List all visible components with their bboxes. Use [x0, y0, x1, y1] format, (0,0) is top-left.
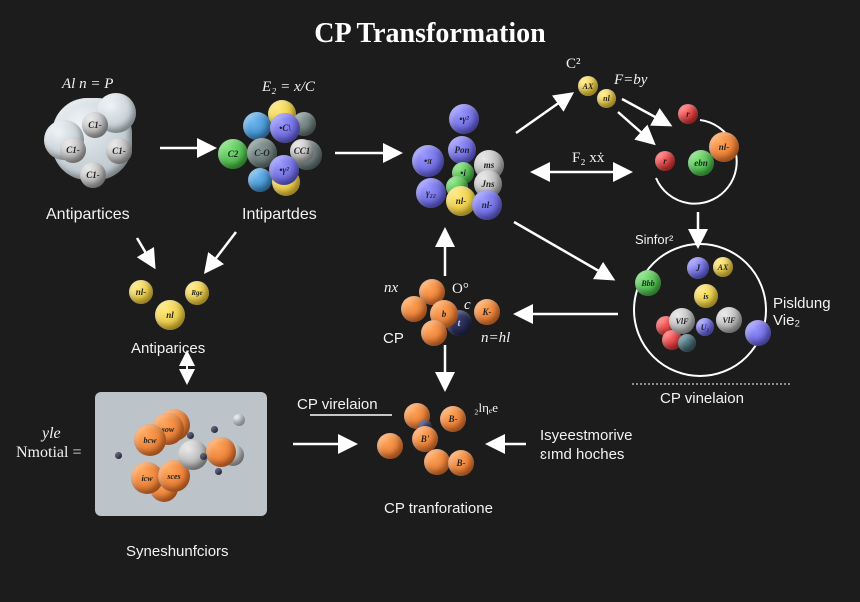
label-cp-vinelaion: CP vinelaion [660, 390, 744, 407]
particle-orange [421, 320, 447, 346]
particle-blue [745, 320, 771, 346]
equation-al-n-p: Al n = P [62, 76, 114, 92]
orbit-right-circle [633, 243, 767, 377]
label-pisldung: Pisldung [773, 295, 831, 312]
label-n-hl: n=hl [481, 330, 511, 346]
particle-r: r [678, 104, 698, 124]
particle-nl-minus: nl- [129, 280, 153, 304]
particle-vlf: VlF [716, 307, 742, 333]
particle-orange [377, 433, 403, 459]
particle-nl: nl [155, 300, 185, 330]
label-o-degree: O° [452, 281, 469, 297]
particle-blue [248, 168, 272, 192]
equation-f-by: F=by [614, 72, 648, 88]
particle-bcw: bcw [134, 424, 166, 456]
particle-ebn: ebn [688, 150, 714, 176]
node-dot [215, 468, 222, 475]
label-imd-hoches: ɛımd hoches [540, 446, 625, 463]
label-cp-tranforatione: CP tranforatione [384, 500, 493, 517]
particle-nl: nl [597, 89, 616, 108]
page-title: CP Transformation [314, 18, 546, 49]
particle-nl-blue: nl- [472, 190, 502, 220]
arrow-intipart-to-yellow [203, 231, 237, 274]
label-f2-xx: F₂ xẋ [572, 150, 605, 166]
particle-b-prime: B' [412, 426, 438, 452]
particle-c1: C1- [106, 138, 132, 164]
particle-orange [206, 437, 236, 467]
particle-c1: C1- [82, 112, 108, 138]
node-dot [200, 453, 207, 460]
label-isyeestmorive: Isyeestmorive [540, 427, 633, 444]
particle-small-light [233, 414, 245, 426]
orbit-topright [655, 119, 738, 205]
particle-teal [678, 334, 696, 352]
particle-orange [424, 449, 450, 475]
particle-orange [401, 296, 427, 322]
particle-r: r [655, 151, 675, 171]
particle-ax: AX [713, 257, 733, 277]
equation-c2: C² [566, 56, 581, 72]
arrow-antipart-to-yellow [135, 237, 156, 270]
label-nx: nx [384, 280, 399, 296]
label-syneshunfciors: Syneshunfciors [126, 543, 229, 560]
particle-c1: C1- [60, 137, 86, 163]
particle-is: is [694, 284, 718, 308]
label-sinfor: Sinfor² [635, 232, 674, 247]
particle-icw: icw [131, 462, 163, 494]
label-vie2: Vie₂ [773, 312, 801, 329]
particle-c2: C2 [218, 139, 248, 169]
label-yle: yle [42, 425, 61, 442]
particle-ax: AX [578, 76, 598, 96]
arrow-yellow-to-red1 [621, 97, 673, 127]
particle-red [662, 330, 682, 350]
label-cp: CP [383, 330, 404, 347]
arrow-center-to-rightcircle [513, 220, 616, 281]
particle-gamma: •γ² [449, 104, 479, 134]
particle-bbb: Bbb [635, 270, 661, 296]
particle-nl-orange: nl- [709, 132, 739, 162]
particle-u2: U₂ [696, 318, 714, 336]
arrow-center-to-topright [515, 92, 575, 135]
particle-b-minus: B- [448, 450, 474, 476]
particle-blue [243, 112, 271, 140]
particle-nl-yellow: nl- [446, 186, 476, 216]
particle-vlf: VlF [669, 308, 695, 334]
label-c: c [464, 297, 471, 313]
heading-cp-virelaion: CP virelaion [297, 396, 378, 413]
node-dot [211, 426, 218, 433]
particle-c1: C1- [80, 162, 106, 188]
arrow-yellow-to-red2 [617, 111, 656, 146]
particle-b-minus: B- [440, 406, 466, 432]
particle-pon: Pon [448, 136, 476, 164]
particle-pi: •π [412, 145, 444, 177]
label-antiparices: Antiparices [131, 340, 206, 357]
particle-j: J [687, 257, 709, 279]
particle-gamma: •γ² [269, 155, 299, 185]
particle-gamma22: γ₂₂ [416, 178, 446, 208]
label-antiparticles-1: Antipartices [46, 206, 130, 223]
node-dot [115, 452, 122, 459]
particle-c-bullet: •C\ [270, 113, 300, 143]
particle-k-minus: K- [474, 299, 500, 325]
particle-rge: Rge [185, 281, 209, 305]
node-dot [187, 432, 194, 439]
equation-e2: E₂ = x/C [262, 79, 315, 95]
label-side-eq: ₂lηₑe [474, 400, 499, 415]
label-nmotial: Nmotial = [16, 444, 82, 461]
label-intipartdes: Intipartdes [242, 206, 317, 223]
